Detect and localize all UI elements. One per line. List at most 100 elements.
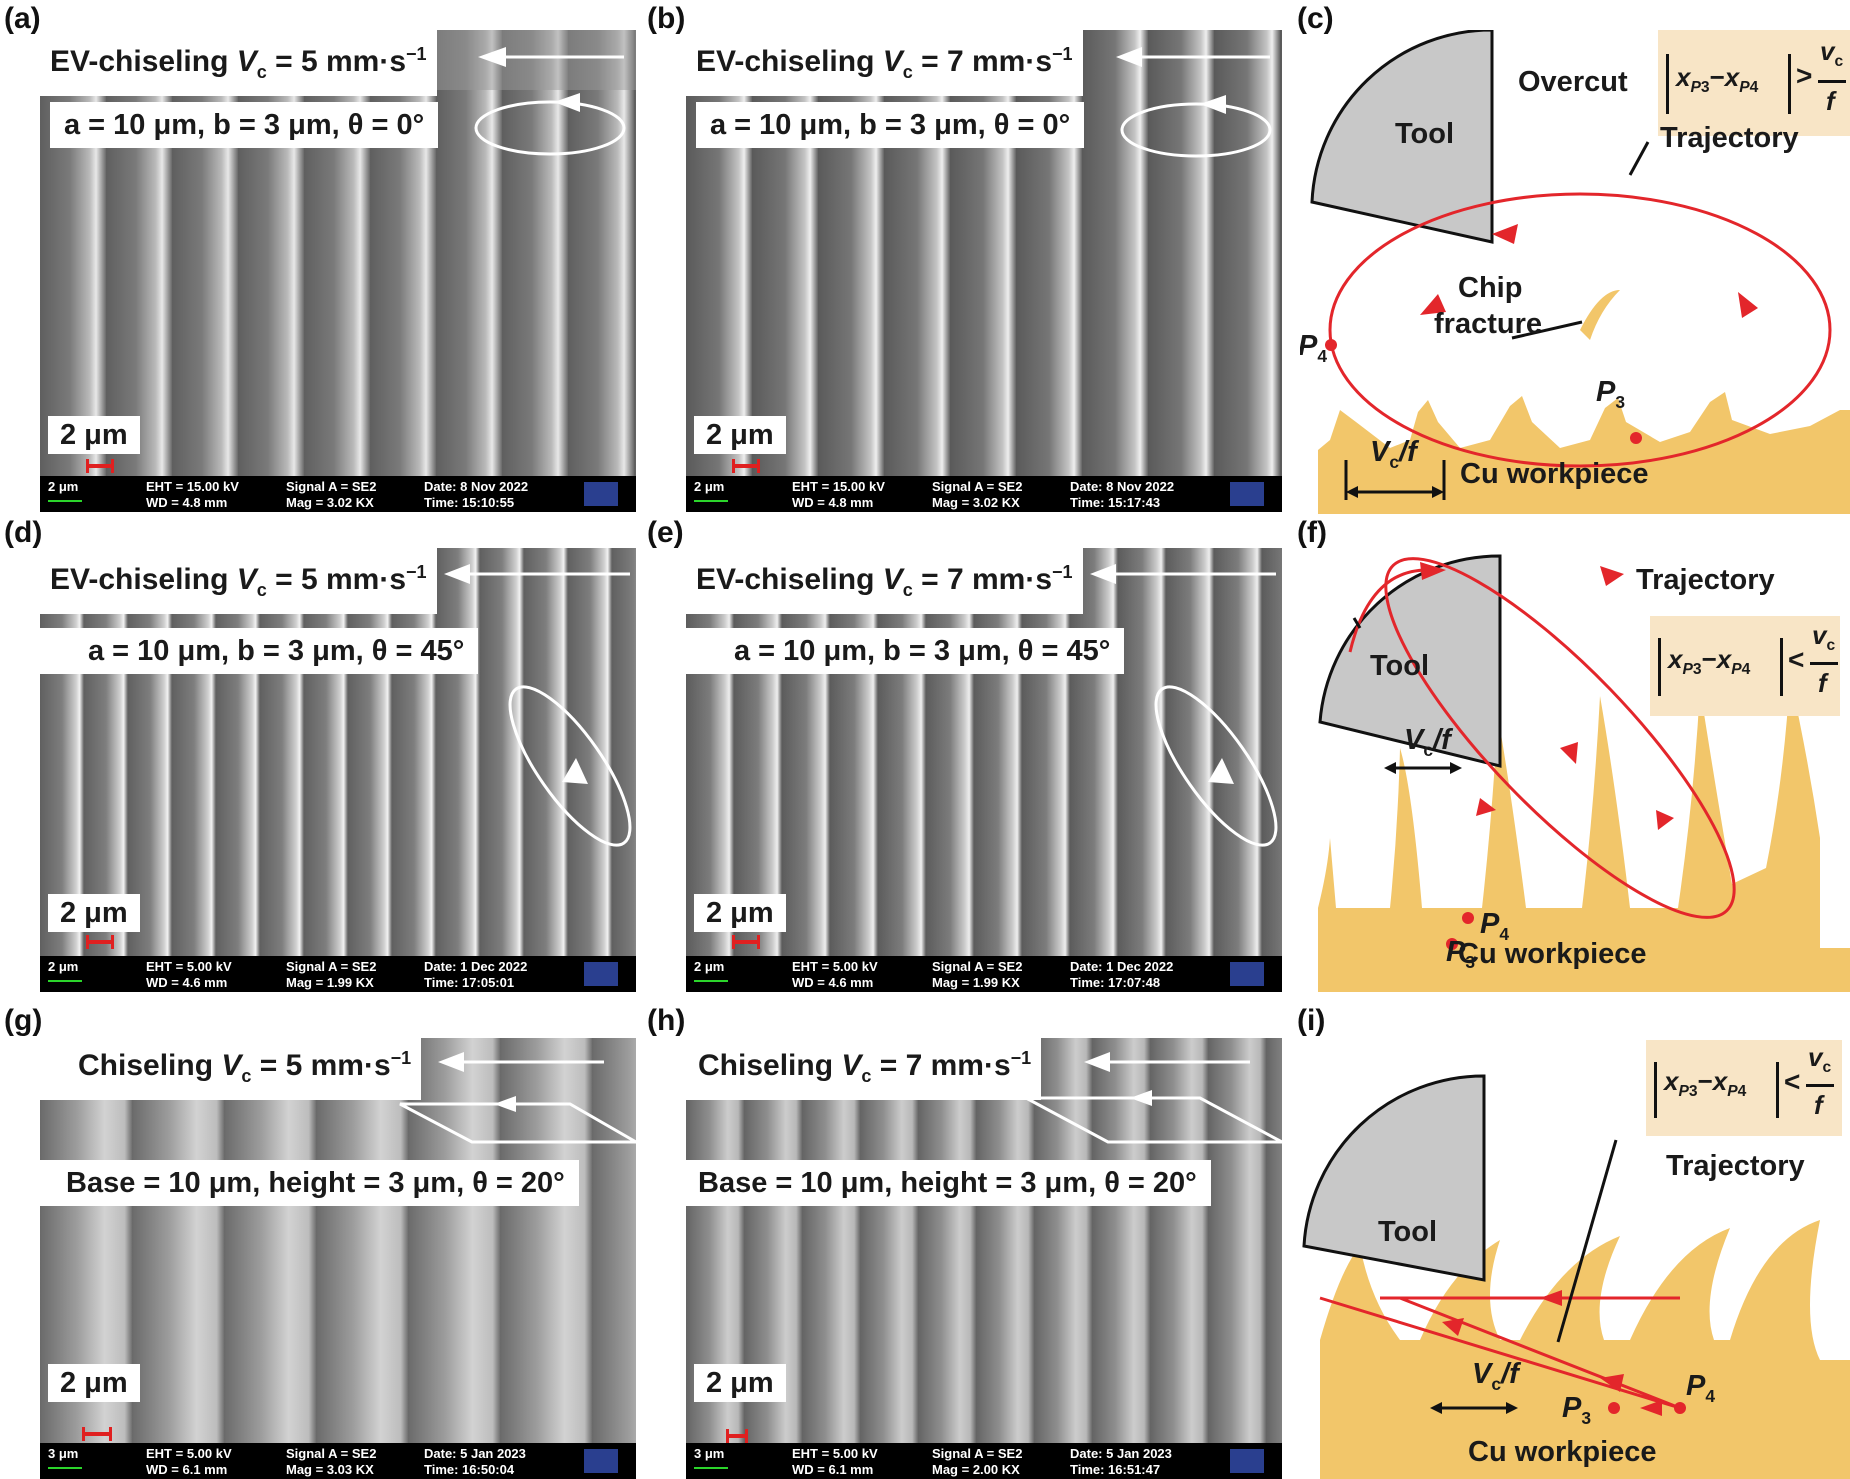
diagram-i: xP3−xP4 < vc f Trajectory Tool Vc/f P4 P… xyxy=(1300,1040,1850,1479)
bar-mag-a: Mag = 3.02 KX xyxy=(286,495,374,510)
title-d-suffix: = 5 mm·s xyxy=(266,563,406,596)
scale-label-h: 2 μm xyxy=(694,1364,786,1402)
title-b-sub: c xyxy=(902,62,913,82)
bar-scale-b: 2 μm xyxy=(694,479,725,494)
title-b-suffix: = 7 mm·s xyxy=(912,45,1052,78)
title-a-suffix: = 5 mm·s xyxy=(266,45,406,78)
title-a: EV-chiseling Vc = 5 mm·s−1 xyxy=(40,30,437,96)
bar-mag-b: Mag = 3.02 KX xyxy=(932,495,1020,510)
title-b: EV-chiseling Vc = 7 mm·s−1 xyxy=(686,30,1083,96)
data-bar-b: 2 μm EHT = 15.00 kV WD = 4.8 mm Signal A… xyxy=(686,476,1282,512)
workpiece-label-f: Cu workpiece xyxy=(1458,938,1647,970)
bar-wd-b: WD = 4.8 mm xyxy=(792,495,874,510)
panel-label-e: (e) xyxy=(647,516,684,549)
p3-label-f: P3 xyxy=(1446,936,1476,972)
vcf-label-f: Vc/f xyxy=(1404,724,1451,760)
formula-c: xP3−xP4 > vc f xyxy=(1658,30,1850,136)
panel-label-b: (b) xyxy=(647,2,686,35)
params-a: a = 10 μm, b = 3 μm, θ = 0° xyxy=(50,102,439,148)
scale-label-b: 2 μm xyxy=(694,416,786,454)
diagram-f: Trajectory xP3−xP4 < vc f Tool Vc/f P4 P… xyxy=(1300,548,1850,992)
data-bar-g: 3 μm EHT = 5.00 kV WD = 6.1 mm Signal A … xyxy=(40,1443,636,1479)
tool-i xyxy=(1302,1074,1486,1282)
direction-arrows-b xyxy=(1116,47,1272,158)
p3-label-i: P3 xyxy=(1562,1392,1592,1428)
p4-label-c: P4 xyxy=(1300,330,1328,366)
p3-marker-f xyxy=(1446,938,1458,950)
bar-time-g: Time: 16:50:04 xyxy=(424,1462,515,1477)
direction-arrows-e xyxy=(1090,564,1278,847)
data-bar-a: 2 μm EHT = 15.00 kV WD = 4.8 mm Signal A… xyxy=(40,476,636,512)
workpiece-label-i: Cu workpiece xyxy=(1468,1436,1657,1468)
sem-image-d: EV-chiseling Vc = 5 mm·s−1 a = 10 μm, b … xyxy=(40,548,636,992)
formula-f-num-sub: c xyxy=(1826,637,1836,655)
bar-date-b: Date: 8 Nov 2022 xyxy=(1070,479,1175,494)
bar-eht-a: EHT = 15.00 kV xyxy=(146,479,239,494)
formula-i-den: f xyxy=(1814,1090,1823,1120)
zeiss-logo-d xyxy=(584,962,618,986)
p4-label-i: P4 xyxy=(1686,1370,1716,1406)
title-h-sub: c xyxy=(861,1066,872,1086)
diagram-c: Overcut xP3−xP4 > vc f Tool Trajectory C… xyxy=(1300,30,1850,514)
bar-time-b: Time: 15:17:43 xyxy=(1070,495,1161,510)
title-b-sup: −1 xyxy=(1052,44,1073,64)
panel-label-f: (f) xyxy=(1297,516,1327,549)
title-a-prefix: EV-chiseling xyxy=(50,45,237,78)
bar-date-h: Date: 5 Jan 2023 xyxy=(1070,1446,1172,1461)
bar-eht-g: EHT = 5.00 kV xyxy=(146,1446,232,1461)
bar-date-g: Date: 5 Jan 2023 xyxy=(424,1446,526,1461)
sem-texture-g xyxy=(40,1038,636,1479)
scale-bar-d xyxy=(86,935,114,949)
direction-arrows-g xyxy=(399,1052,636,1144)
panel-label-i: (i) xyxy=(1297,1004,1326,1037)
bar-time-d: Time: 17:05:01 xyxy=(424,975,515,990)
formula-f-den: f xyxy=(1818,668,1827,698)
bar-time-h: Time: 16:51:47 xyxy=(1070,1462,1161,1477)
title-h-sup: −1 xyxy=(1010,1048,1032,1068)
params-e: a = 10 μm, b = 3 μm, θ = 45° xyxy=(686,628,1125,674)
bar-signal-h: Signal A = SE2 xyxy=(932,1446,1023,1461)
p4-label-f: P4 xyxy=(1480,908,1510,944)
title-e-suffix: = 7 mm·s xyxy=(912,563,1052,596)
params-d: a = 10 μm, b = 3 μm, θ = 45° xyxy=(40,628,479,674)
title-e-sub: c xyxy=(902,580,913,600)
bar-mag-h: Mag = 2.00 KX xyxy=(932,1462,1020,1477)
bar-wd-h: WD = 6.1 mm xyxy=(792,1462,874,1477)
title-d: EV-chiseling Vc = 5 mm·s−1 xyxy=(40,548,437,614)
title-g-sup: −1 xyxy=(390,1048,412,1068)
p3-marker-i xyxy=(1608,1402,1620,1414)
bar-eht-h: EHT = 5.00 kV xyxy=(792,1446,878,1461)
formula-f-op: < xyxy=(1788,644,1805,675)
p4-marker-f xyxy=(1462,912,1474,924)
title-d-sub: c xyxy=(256,580,267,600)
bar-date-e: Date: 1 Dec 2022 xyxy=(1070,959,1174,974)
zeiss-logo-g xyxy=(584,1449,618,1473)
zeiss-logo-b xyxy=(1230,482,1264,506)
zeiss-logo-a xyxy=(584,482,618,506)
tool-label-i: Tool xyxy=(1378,1216,1438,1248)
title-e-prefix: EV-chiseling xyxy=(696,563,883,596)
data-bar-d: 2 μm EHT = 5.00 kV WD = 4.6 mm Signal A … xyxy=(40,956,636,992)
formula-c-num: v xyxy=(1820,36,1835,66)
bar-wd-e: WD = 4.6 mm xyxy=(792,975,874,990)
scale-label-d: 2 μm xyxy=(48,894,140,932)
scale-bar-h xyxy=(726,1429,748,1443)
formula-f: xP3−xP4 < vc f xyxy=(1650,616,1840,716)
bar-signal-a: Signal A = SE2 xyxy=(286,479,377,494)
title-a-var: V xyxy=(236,45,257,78)
bar-wd-a: WD = 4.8 mm xyxy=(146,495,228,510)
title-b-var: V xyxy=(882,45,903,78)
scale-bar-g xyxy=(82,1427,112,1441)
panel-label-d: (d) xyxy=(4,516,43,549)
sem-image-a: EV-chiseling Vc = 5 mm·s−1 a = 10 μm, b … xyxy=(40,30,636,512)
scale-bar-a xyxy=(86,459,114,473)
title-b-prefix: EV-chiseling xyxy=(696,45,883,78)
formula-i-num-sub: c xyxy=(1822,1059,1832,1077)
bar-signal-g: Signal A = SE2 xyxy=(286,1446,377,1461)
chip-c xyxy=(1580,290,1620,340)
tool-label-f: Tool xyxy=(1370,650,1430,682)
params-g: Base = 10 μm, height = 3 μm, θ = 20° xyxy=(40,1160,579,1206)
formula-c-den: f xyxy=(1826,86,1835,116)
sem-image-b: EV-chiseling Vc = 7 mm·s−1 a = 10 μm, b … xyxy=(686,30,1282,512)
panel-label-a: (a) xyxy=(4,2,41,35)
